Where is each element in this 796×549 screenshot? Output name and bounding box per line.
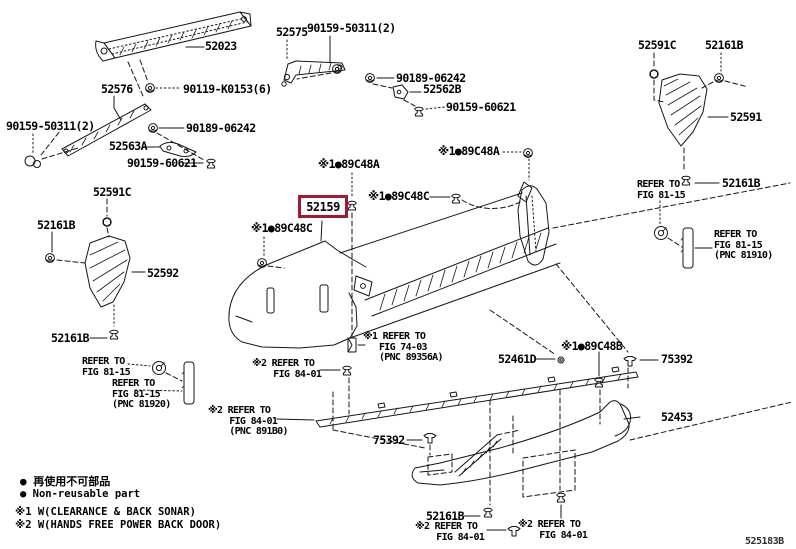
part-label-52592[interactable]: 52592 [147,266,179,280]
screw-icon [45,253,55,263]
group-side-support-52591 [649,52,749,269]
screw-icon [365,73,375,83]
refer-note-fig84-bottom-right: ※2 REFER TO FIG 84-01 [518,519,588,541]
part-label-52591[interactable]: 52591 [730,110,762,124]
clip-icon [342,365,352,376]
part-label-90189-06242-mid[interactable]: 90189-06242 [396,71,466,85]
part-label-89c48a-center[interactable]: ※1●89C48A [318,157,380,171]
part-label-52563a[interactable]: 52563A [109,139,148,153]
clip-icon [623,356,637,367]
screw-icon [148,123,158,133]
clip-icon [414,106,424,117]
grommet-icon [152,361,166,375]
part-label-89c48a-right[interactable]: ※1●89C48A [438,144,500,158]
part-label-90189-06242-left[interactable]: 90189-06242 [186,121,256,135]
group-reinforcement-52023 [24,11,252,169]
part-label-52591c-left[interactable]: 52591C [93,185,132,199]
group-side-support-52592 [45,198,195,405]
legend-note-2: ※2 W(HANDS FREE POWER BACK DOOR) [15,519,222,531]
part-label-52576[interactable]: 52576 [101,82,133,96]
part-label-90159-50311-top[interactable]: 90159-50311(2) [307,21,396,35]
legend-non-reusable-en: ● Non-reusable part [20,488,141,500]
part-label-52562b[interactable]: 52562B [423,82,462,96]
part-label-52461d[interactable]: 52461D [498,352,537,366]
part-label-52161b-top-right[interactable]: 52161B [705,38,744,52]
part-label-52575[interactable]: 52575 [276,25,308,39]
part-label-52453[interactable]: 52453 [661,410,693,424]
nut-icon [649,69,659,79]
clip-icon [347,200,357,211]
nut-icon [102,217,112,227]
clip-icon [206,158,216,169]
screw-icon [257,258,267,268]
screw-icon [523,148,533,158]
drawing-code: 525183B [745,536,784,547]
part-label-52161b-left-lower[interactable]: 52161B [51,331,90,345]
screw-icon [145,83,155,93]
part-label-90159-60621-mid[interactable]: 90159-60621 [446,100,516,114]
part-label-52159: 52159 [306,199,340,214]
refer-note-fig84-mid: ※2 REFER TO FIG 84-01 [252,358,322,380]
refer-note-left-pnc: REFER TO FIG 81-15 (PNC 81920) [112,378,171,411]
part-label-89c48b[interactable]: ※1●89C48B [561,339,623,353]
group-lower-trim [276,351,793,537]
part-label-52161b-right[interactable]: 52161B [722,176,761,190]
refer-note-fig74: ※1 REFER TO FIG 74-03 (PNC 89356A) [363,331,444,364]
part-label-75392-bottom[interactable]: 75392 [373,433,405,447]
legend-non-reusable-jp: ● 再使用不可部品 [20,475,111,488]
clip-icon [423,433,437,444]
part-label-52023[interactable]: 52023 [205,39,237,53]
legend-note-1: ※1 W(CLEARANCE & BACK SONAR) [15,506,196,518]
part-label-52591c-top-right[interactable]: 52591C [638,38,677,52]
screw-icon [714,73,724,83]
part-label-90159-60621-left[interactable]: 90159-60621 [127,156,197,170]
clip-icon [556,492,566,503]
highlighted-part-52159[interactable]: 52159 [298,195,348,218]
part-label-89c48c-center[interactable]: ※1●89C48C [368,189,430,203]
group-bumper-cover-52159 [228,148,791,356]
refer-note-fig84-bottom-left: ※2 REFER TO FIG 84-01 [415,521,485,543]
part-label-52161b-left-upper[interactable]: 52161B [37,218,76,232]
clip-icon [483,507,493,518]
group-sonar-ref [347,337,366,353]
refer-note-left-top: REFER TO FIG 81-15 [82,356,131,378]
part-label-89c48c-left[interactable]: ※1●89C48C [251,221,313,235]
part-label-52161b-bottom[interactable]: 52161B [426,509,465,523]
clip-icon [451,193,461,204]
refer-note-right-pnc: REFER TO FIG 81-15 (PNC 81910) [714,229,773,262]
group-support-52575 [281,35,446,117]
refer-note-fig84-pnc: ※2 REFER TO FIG 84-01 (PNC 891B0) [208,405,289,438]
clip-icon [109,329,119,340]
part-label-75392-right[interactable]: 75392 [661,352,693,366]
refer-note-right-top: REFER TO FIG 81-15 [637,179,686,201]
part-label-90159-50311-left[interactable]: 90159-50311(2) [6,119,95,133]
part-label-90119-k0153[interactable]: 90119-K0153(6) [183,82,272,96]
grommet-icon [654,226,668,240]
